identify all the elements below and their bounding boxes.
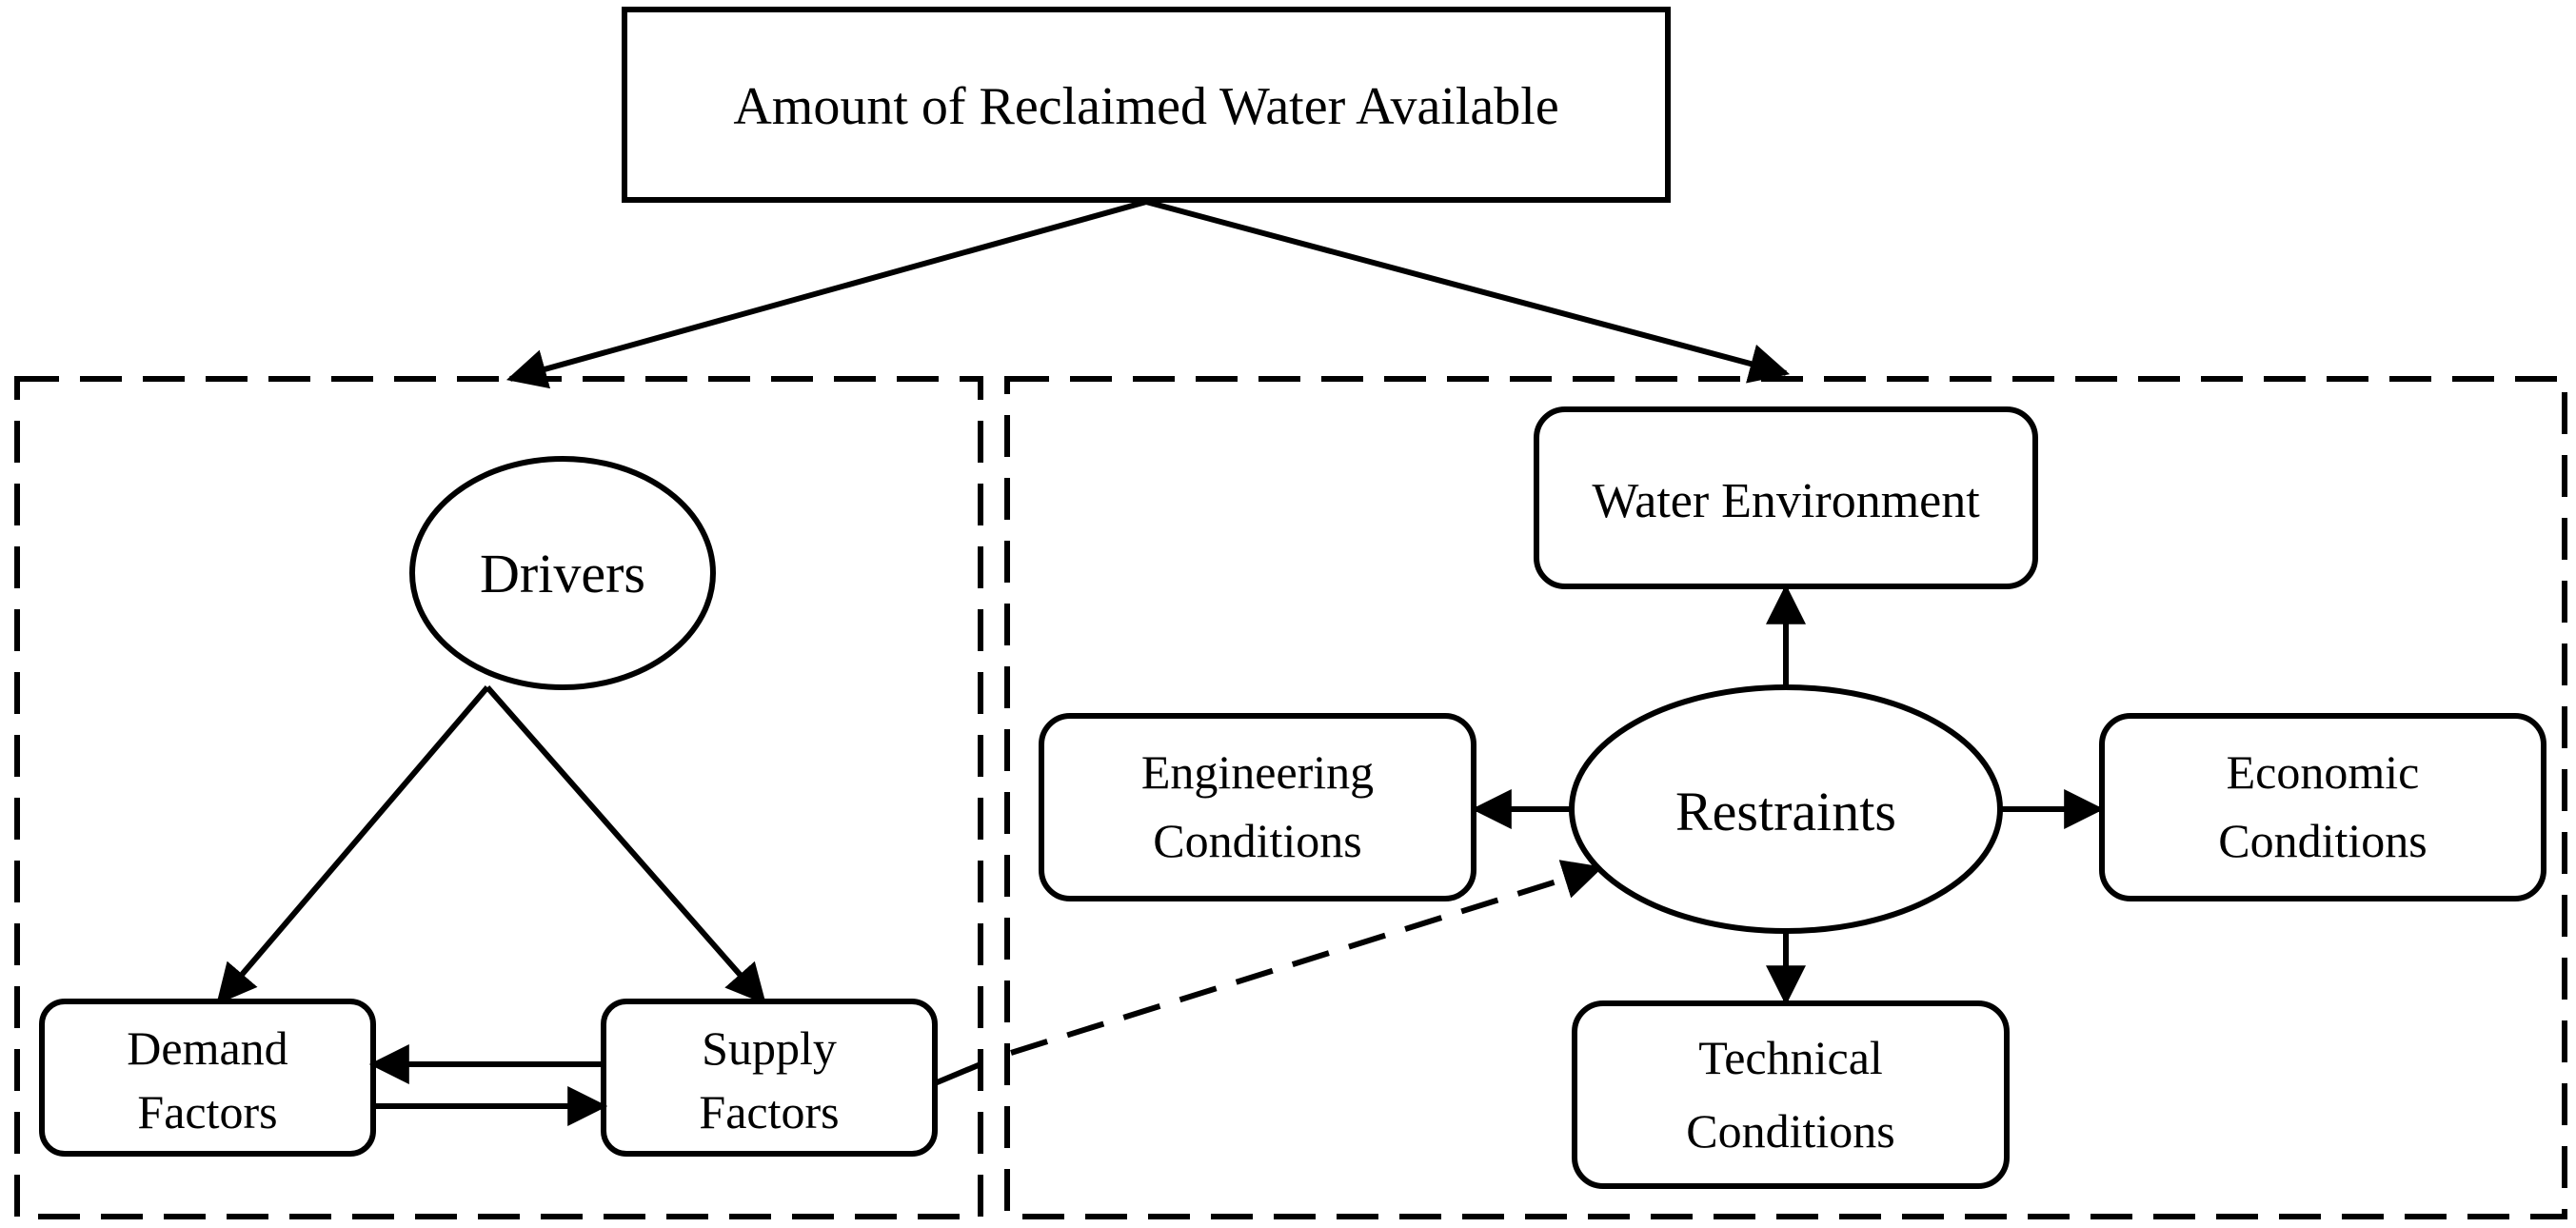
demand-factors-line1: Demand	[127, 1021, 287, 1075]
arrow-to-drivers	[505, 199, 1147, 389]
economic-conditions-box	[2099, 713, 2546, 901]
water-environment-label: Water Environment	[1592, 474, 1980, 528]
demand-factors-line2: Factors	[137, 1085, 277, 1139]
supply-factors-line1: Supply	[702, 1021, 837, 1075]
economic-conditions-line2: Conditions	[2218, 814, 2427, 867]
engineering-conditions-box	[1039, 713, 1476, 901]
reclaimed-water-box	[622, 7, 1671, 203]
arrow-supply-to-restraints	[933, 1061, 982, 1086]
engineering-conditions-line2: Conditions	[1153, 814, 1361, 867]
arrow-to-restraints	[1145, 199, 1791, 384]
arrow-drivers-to-demand	[216, 685, 490, 1005]
restraints-label: Restraints	[1675, 781, 1896, 842]
arrow-supply-to-restraints-dashed	[1010, 860, 1604, 1056]
arrow-drivers-to-supply	[485, 685, 766, 1005]
drivers-node	[409, 456, 716, 690]
technical-conditions-line2: Conditions	[1686, 1104, 1894, 1158]
supply-factors-box	[601, 999, 938, 1157]
reclaimed-water-label: Amount of Reclaimed Water Available	[733, 77, 1558, 136]
engineering-conditions-line1: Engineering	[1141, 745, 1374, 799]
technical-conditions-line1: Technical	[1698, 1031, 1883, 1084]
economic-conditions-line1: Economic	[2227, 745, 2420, 799]
supply-factors-line2: Factors	[699, 1085, 839, 1139]
drivers-label: Drivers	[480, 543, 645, 604]
drivers-group-container	[14, 376, 983, 1219]
